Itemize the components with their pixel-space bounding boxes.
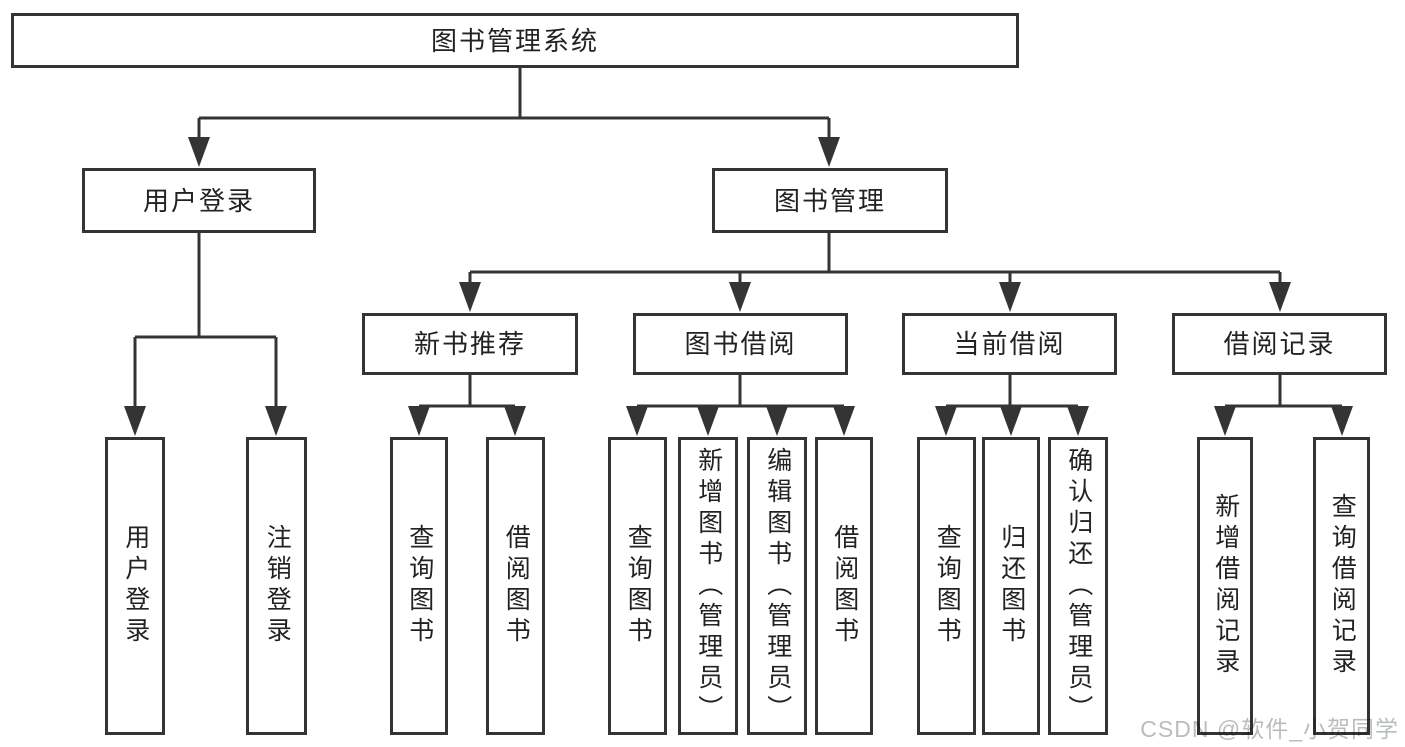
node-book-management-module: 图书管理 (712, 168, 948, 233)
node-label: 确认归还（管理员） (1064, 446, 1093, 726)
node-new-book-recommend: 新书推荐 (362, 313, 578, 375)
arrowheads (124, 137, 1353, 436)
node-label: 图书管理系统 (430, 25, 599, 56)
node-label: 查询图书 (624, 524, 653, 648)
node-label: 查询图书 (933, 524, 962, 648)
leaf-query-books-recommend: 查询图书 (390, 437, 448, 735)
node-label: 当前借阅 (953, 329, 1066, 359)
node-label: 新书推荐 (413, 329, 526, 359)
leaf-borrow-books: 借阅图书 (815, 437, 873, 735)
leaf-return-books: 归还图书 (982, 437, 1040, 735)
node-label: 图书管理 (773, 185, 886, 216)
node-label: 用户登录 (142, 185, 255, 216)
leaf-query-books-borrow: 查询图书 (608, 437, 667, 735)
leaf-borrow-books-recommend: 借阅图书 (486, 437, 545, 735)
node-book-borrow: 图书借阅 (633, 313, 848, 375)
leaf-query-books-current: 查询图书 (917, 437, 976, 735)
node-label: 归还图书 (997, 524, 1026, 648)
node-label: 借阅图书 (830, 524, 859, 648)
node-root-system: 图书管理系统 (11, 13, 1019, 68)
leaf-user-logout: 注销登录 (246, 437, 307, 735)
leaf-query-borrow-record: 查询借阅记录 (1313, 437, 1370, 735)
node-label: 新增借阅记录 (1211, 493, 1240, 679)
node-label: 借阅记录 (1223, 329, 1336, 359)
leaf-confirm-return-admin: 确认归还（管理员） (1048, 437, 1108, 735)
node-label: 图书借阅 (684, 329, 797, 359)
node-label: 借阅图书 (502, 524, 531, 648)
leaf-user-login: 用户登录 (105, 437, 165, 735)
node-label: 注销登录 (263, 524, 292, 648)
leaf-add-borrow-record: 新增借阅记录 (1197, 437, 1253, 735)
leaf-add-books-admin: 新增图书（管理员） (678, 437, 738, 735)
node-user-login-module: 用户登录 (82, 168, 316, 233)
node-label: 用户登录 (121, 524, 150, 648)
node-label: 新增图书（管理员） (694, 446, 723, 726)
node-borrow-records: 借阅记录 (1172, 313, 1387, 375)
node-label: 编辑图书（管理员） (763, 446, 792, 726)
node-current-borrow: 当前借阅 (902, 313, 1117, 375)
node-label: 查询借阅记录 (1328, 493, 1357, 679)
leaf-edit-books-admin: 编辑图书（管理员） (747, 437, 807, 735)
node-label: 查询图书 (405, 524, 434, 648)
